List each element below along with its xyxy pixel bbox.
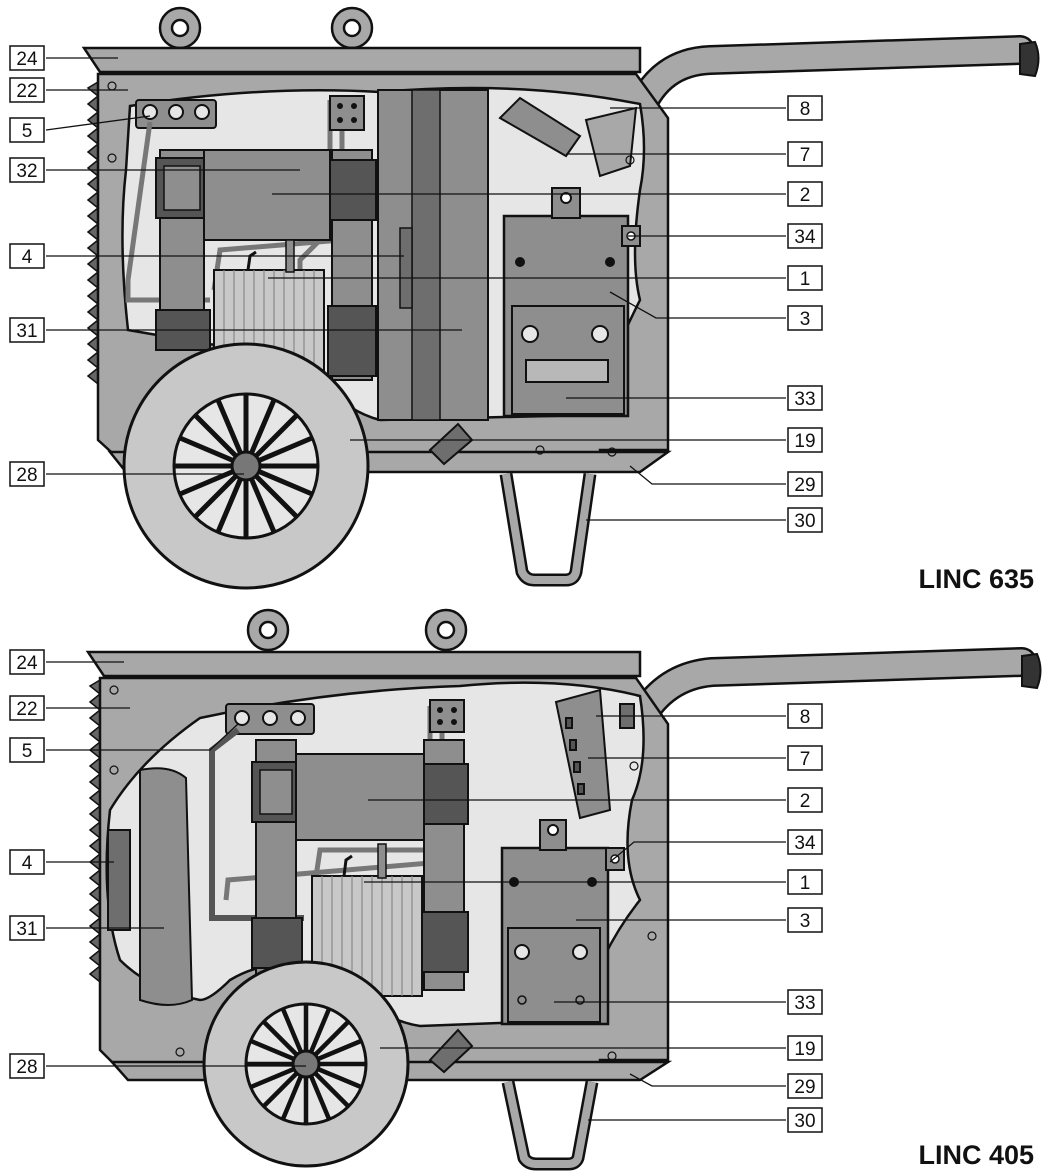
callout-label: 34 [794, 227, 816, 248]
callout-label: 33 [794, 993, 815, 1014]
callout-label: 30 [794, 511, 815, 532]
pole-block [419, 911, 469, 973]
model-label: LINC 635 [918, 564, 1034, 594]
callout-label: 5 [22, 741, 33, 762]
callout-label: 5 [22, 121, 33, 142]
callout-label: 19 [794, 431, 815, 452]
callout-label: 32 [16, 161, 37, 182]
leader-lines-top [45, 57, 786, 521]
callout-label: 22 [16, 81, 37, 102]
choke [295, 753, 425, 841]
callout-label: 29 [794, 1077, 815, 1098]
callouts-right-linc-405: 8 7 2 34 1 3 33 19 29 30 [787, 703, 823, 1133]
callout-label: 24 [16, 49, 38, 70]
pole-block [327, 305, 377, 377]
callout-label: 33 [794, 389, 815, 410]
screws [109, 685, 657, 1061]
callout-label: 7 [800, 749, 811, 770]
callout-label: 34 [794, 833, 816, 854]
lifting-eye-left [158, 6, 202, 50]
cooling-fins [88, 678, 102, 984]
callout-label: 28 [16, 465, 37, 486]
callout-label: 3 [800, 911, 811, 932]
model-label: LINC 405 [918, 1140, 1034, 1170]
roof-panel [81, 46, 642, 74]
callout-label: 8 [800, 707, 811, 728]
callout-label: 28 [16, 1057, 37, 1078]
leader-lines-bottom [46, 661, 786, 1121]
roof-panel [85, 650, 642, 678]
bracket [399, 227, 413, 309]
callout-label: 30 [794, 1111, 815, 1132]
callouts-left-linc-635: 24 22 5 32 4 31 28 [9, 45, 45, 487]
callout-label: 2 [800, 185, 811, 206]
callout-label: 4 [22, 247, 33, 268]
wheel [202, 960, 410, 1168]
fan-housing [139, 767, 194, 1006]
callout-label: 3 [800, 309, 811, 330]
callouts-left-linc-405: 24 22 5 4 31 28 [9, 649, 45, 1079]
callout-label: 4 [22, 853, 33, 874]
control-pcb [498, 96, 582, 158]
pole-block [419, 763, 469, 825]
pole-block [251, 917, 303, 969]
callout-label: 29 [794, 475, 815, 496]
lifting-eye-right [330, 6, 374, 50]
lifting-eye-right [424, 608, 468, 652]
cooling-fins [86, 80, 100, 386]
pole-block [327, 159, 377, 221]
fan-motor [107, 829, 131, 931]
callout-label: 22 [16, 699, 37, 720]
callout-label: 24 [16, 653, 38, 674]
callout-label: 31 [16, 321, 37, 342]
handle-grip [1021, 652, 1042, 690]
callout-label: 7 [800, 145, 811, 166]
callout-label: 8 [800, 99, 811, 120]
connector [429, 699, 465, 733]
diagram-linc-635: 24 22 5 32 4 31 28 8 7 2 34 1 [9, 6, 1040, 594]
callout-label: 1 [800, 269, 811, 290]
callout-label: 1 [800, 873, 811, 894]
diagram-linc-405: 24 22 5 4 31 28 8 7 2 34 1 3 33 [9, 608, 1042, 1171]
callout-label: 19 [794, 1039, 815, 1060]
connector [329, 95, 365, 131]
lifting-eye-left [246, 608, 290, 652]
callouts-right-linc-635: 8 7 2 34 1 3 33 19 29 30 [787, 95, 823, 533]
callout-label: 31 [16, 919, 37, 940]
handle-grip [1019, 40, 1040, 78]
wheel [122, 342, 370, 590]
callout-label: 2 [800, 791, 811, 812]
choke [203, 149, 331, 241]
